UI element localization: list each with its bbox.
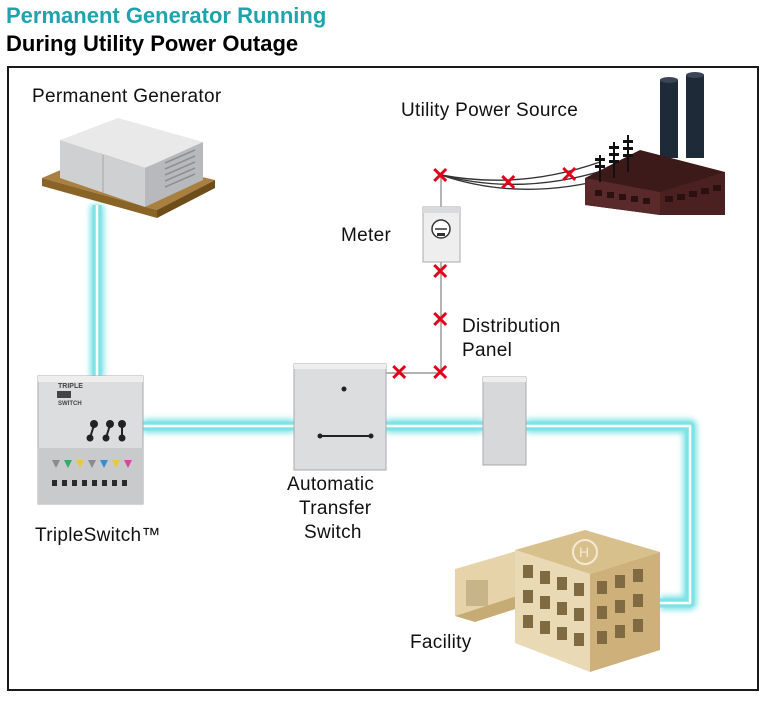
- triple-switch-logo: TRIPLE SWITCH: [57, 383, 83, 407]
- generator-label: Permanent Generator: [32, 86, 222, 107]
- facility-label: Facility: [410, 632, 472, 653]
- triple-switch-icon: TRIPLE SWITCH: [37, 375, 144, 505]
- facility-building-icon: H: [455, 530, 660, 672]
- automatic-transfer-switch-icon: [293, 363, 387, 471]
- diagram-frame: [7, 66, 759, 691]
- utility-wiring: [386, 175, 442, 374]
- fault-marks: ✕ ✕ ✕ ✕ ✕ ✕ ✕: [390, 162, 578, 385]
- diagram-title: Permanent Generator Running: [6, 3, 327, 28]
- ats-label-line3: Switch: [304, 522, 362, 543]
- fault-mark: ✕: [431, 360, 449, 385]
- ats-label-line1: Automatic: [287, 474, 375, 495]
- diagram-subtitle: During Utility Power Outage: [6, 31, 299, 56]
- fault-mark: ✕: [431, 307, 449, 332]
- utility-label: Utility Power Source: [401, 100, 579, 121]
- fault-mark: ✕: [431, 259, 449, 284]
- meter-icon: [422, 206, 461, 263]
- meter-label: Meter: [341, 225, 392, 246]
- triple-switch-label: TripleSwitch™: [35, 525, 161, 546]
- distribution-label-line1: Distribution: [462, 316, 561, 337]
- fault-mark: ✕: [560, 162, 578, 187]
- generator-power-path: [90, 205, 697, 610]
- svg-text:H: H: [579, 544, 589, 560]
- fault-mark: ✕: [499, 170, 517, 195]
- distribution-panel-icon: [482, 376, 527, 466]
- fault-mark: ✕: [431, 163, 449, 188]
- logo-text-line2: SWITCH: [58, 401, 82, 407]
- ats-label-line2: Transfer: [299, 498, 372, 519]
- permanent-generator-icon: [42, 118, 215, 218]
- logo-text-line1: TRIPLE: [58, 383, 83, 390]
- utility-overhead-lines: [440, 161, 611, 190]
- distribution-label-line2: Panel: [462, 340, 513, 361]
- utility-power-plant-icon: [585, 72, 725, 215]
- fault-mark: ✕: [390, 360, 408, 385]
